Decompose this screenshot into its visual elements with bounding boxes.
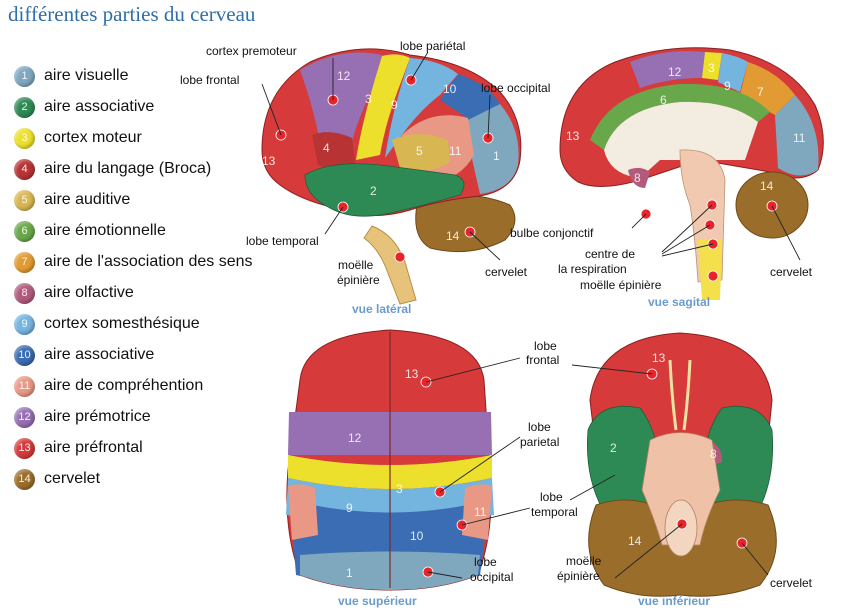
superior-comprehension-l: [288, 484, 318, 540]
label-lobe-temporal-inf-1: lobe: [540, 490, 563, 504]
sup-num-1: 1: [346, 566, 353, 580]
sag-num-6: 6: [660, 93, 667, 107]
sup-num-11: 11: [474, 505, 487, 519]
label-lobe-temporal-lat: lobe temporal: [246, 234, 319, 248]
sag-num-12: 12: [668, 65, 682, 79]
view-sagittal: vue sagital: [648, 295, 710, 309]
sagittal-view: 12 3 9 7 6 13 11 8 14 bulbe conjonctif c…: [510, 48, 823, 309]
label-moelle-lat-2: épinière: [337, 273, 380, 287]
label-centre-1: centre de: [585, 247, 635, 261]
label-cervelet-lat: cervelet: [485, 265, 528, 279]
label-lobe-occipital-sup-2: occipital: [470, 570, 513, 584]
sag-num-8: 8: [634, 171, 641, 185]
label-bulbe: bulbe conjonctif: [510, 226, 594, 240]
label-centre-2: la respiration: [558, 262, 627, 276]
lat-dot-spinal: [395, 252, 405, 262]
sag-num-9: 9: [724, 79, 731, 93]
label-lobe-parietal-sup-1: lobe: [528, 420, 551, 434]
sup-num-12: 12: [348, 431, 362, 445]
view-inferior: vue inférieur: [638, 594, 710, 608]
sag-num-13: 13: [566, 129, 580, 143]
sag-line-bulbe: [632, 214, 646, 228]
sag-num-7: 7: [757, 85, 764, 99]
lat-line-temporal: [325, 207, 343, 234]
sup-num-13: 13: [405, 367, 419, 381]
label-lobe-frontal-sup-2: frontal: [526, 353, 559, 367]
label-lobe-parietal-sup-2: parietal: [520, 435, 559, 449]
label-lobe-temporal-inf-2: temporal: [531, 505, 578, 519]
lat-num-14: 14: [446, 229, 460, 243]
sup-num-9: 9: [346, 501, 353, 515]
lat-num-9: 9: [391, 98, 398, 112]
lat-num-13: 13: [262, 154, 276, 168]
lat-num-12: 12: [337, 69, 351, 83]
label-lobe-frontal-sup-1: lobe: [534, 339, 557, 353]
label-moelle-lat-1: moëlle: [338, 258, 374, 272]
lat-num-11: 11: [449, 144, 462, 158]
label-cervelet-sag: cervelet: [770, 265, 813, 279]
label-lobe-parietal-top: lobe pariétal: [400, 39, 465, 53]
label-lobe-occipital-sup-1: lobe: [474, 555, 497, 569]
label-cervelet-inf: cervelet: [770, 576, 813, 590]
sup-num-10: 10: [410, 529, 424, 543]
inf-num-13: 13: [652, 351, 666, 365]
view-lateral: vue latéral: [352, 302, 411, 316]
sag-dot-spinal: [708, 271, 718, 281]
label-lobe-occipital-lat: lobe occipital: [481, 81, 550, 95]
inf-num-8: 8: [710, 447, 717, 461]
sag-num-11: 11: [793, 131, 806, 145]
inf-num-2: 2: [610, 441, 617, 455]
label-moelle-inf-1: moëlle: [566, 554, 602, 568]
view-superior: vue supérieur: [338, 594, 417, 608]
lat-num-4: 4: [323, 141, 330, 155]
label-moelle-inf-2: épinière: [557, 569, 600, 583]
label-cortex-premoteur: cortex premoteur: [206, 44, 297, 58]
inf-num-14: 14: [628, 534, 642, 548]
label-moelle-sag: moëlle épinière: [580, 278, 662, 292]
sag-num-3: 3: [708, 61, 715, 75]
lat-num-1: 1: [493, 149, 500, 163]
lat-num-3: 3: [365, 92, 372, 106]
sagittal-spinal: [698, 240, 722, 300]
lat-num-5: 5: [416, 144, 423, 158]
sag-num-14: 14: [760, 179, 774, 193]
label-lobe-frontal-lat: lobe frontal: [180, 73, 239, 87]
lat-num-2: 2: [370, 184, 377, 198]
lat-num-10: 10: [443, 82, 457, 96]
sup-num-3: 3: [396, 482, 403, 496]
lateral-view: 13 12 3 9 10 4 5 11 1 2 14 cortex premot…: [180, 39, 550, 316]
